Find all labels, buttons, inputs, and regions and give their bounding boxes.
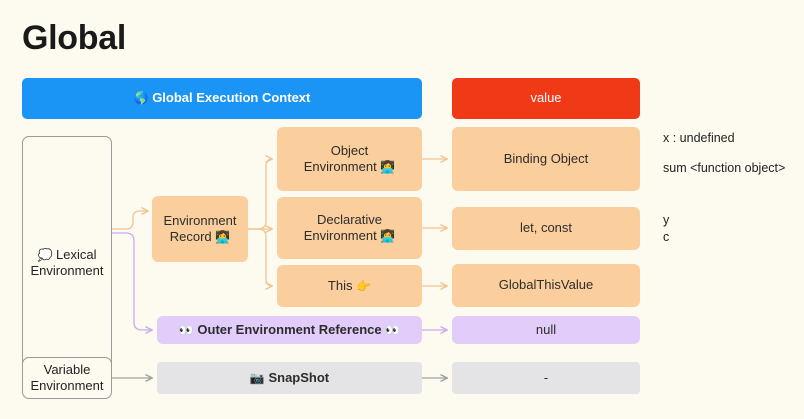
outer-environment-reference-label: Outer Environment Reference [197, 321, 382, 337]
object-environment-label-line1: Object [330, 142, 369, 158]
node-let-const[interactable]: let, const [452, 207, 640, 250]
pointing-right-icon: 👉 [356, 278, 372, 293]
technologist-icon: 👩‍💻 [215, 230, 231, 244]
eyes-icon: 👀 [178, 322, 194, 337]
node-lexical-environment[interactable]: 💭 Lexical Environment [22, 136, 112, 390]
binding-object-label: Binding Object [503, 150, 589, 166]
link-lexical-to-record [111, 207, 149, 230]
node-variable-environment[interactable]: Variable Environment [22, 357, 112, 399]
page-title: Global [22, 19, 126, 57]
node-this[interactable]: This 👉 [277, 265, 422, 307]
annotation-y: y [663, 213, 670, 227]
node-dash-value[interactable]: - [452, 362, 640, 394]
node-environment-record[interactable]: Environment Record 👩‍💻 [152, 196, 248, 262]
camera-icon: 📷 [249, 370, 265, 385]
node-binding-object[interactable]: Binding Object [452, 127, 640, 191]
dash-value-label: - [543, 369, 549, 385]
declarative-environment-label-line2: Environment [303, 228, 377, 243]
let-const-label: let, const [519, 220, 573, 236]
snapshot-label: SnapShot [268, 369, 330, 385]
node-object-environment[interactable]: Object Environment 👩‍💻 [277, 127, 422, 191]
thought-bubble-icon: 💭 [37, 247, 53, 262]
this-label: This [327, 277, 353, 293]
annotation-sum-function-object: sum <function object> [663, 161, 786, 175]
node-snapshot[interactable]: 📷 SnapShot [157, 362, 422, 394]
global-this-value-label: GlobalThisValue [498, 277, 594, 293]
node-declarative-environment[interactable]: Declarative Environment 👩‍💻 [277, 197, 422, 259]
lexical-environment-label-line1: Lexical [56, 246, 97, 262]
link-lexical-to-outer [111, 232, 153, 334]
node-outer-environment-reference[interactable]: 👀 Outer Environment Reference 👀 [157, 316, 422, 344]
technologist-icon: 👩‍💻 [380, 160, 396, 174]
variable-environment-label-line1: Variable [43, 361, 91, 377]
value-header-label: value [530, 90, 562, 106]
annotation-x-undefined: x : undefined [663, 131, 735, 145]
node-null-value[interactable]: null [452, 316, 640, 344]
lexical-environment-label-line2: Environment [30, 263, 104, 278]
link-record-to-object [247, 155, 273, 230]
node-global-this-value[interactable]: GlobalThisValue [452, 264, 640, 307]
global-execution-context-label: Global Execution Context [152, 90, 311, 106]
variable-environment-label-line2: Environment [30, 378, 104, 393]
globe-icon: 🌎 [133, 91, 149, 105]
object-environment-label-line2: Environment [303, 159, 377, 174]
declarative-environment-label-line1: Declarative [316, 211, 383, 227]
annotation-c: c [663, 230, 670, 244]
null-value-label: null [535, 321, 557, 337]
technologist-icon: 👩‍💻 [380, 229, 396, 243]
value-header[interactable]: value [452, 78, 640, 119]
environment-record-label-line2: Record [169, 229, 212, 244]
global-execution-context-header[interactable]: 🌎 Global Execution Context [22, 78, 422, 119]
eyes-icon: 👀 [385, 322, 401, 337]
link-record-to-this [247, 228, 273, 290]
environment-record-label-line1: Environment [163, 212, 237, 228]
